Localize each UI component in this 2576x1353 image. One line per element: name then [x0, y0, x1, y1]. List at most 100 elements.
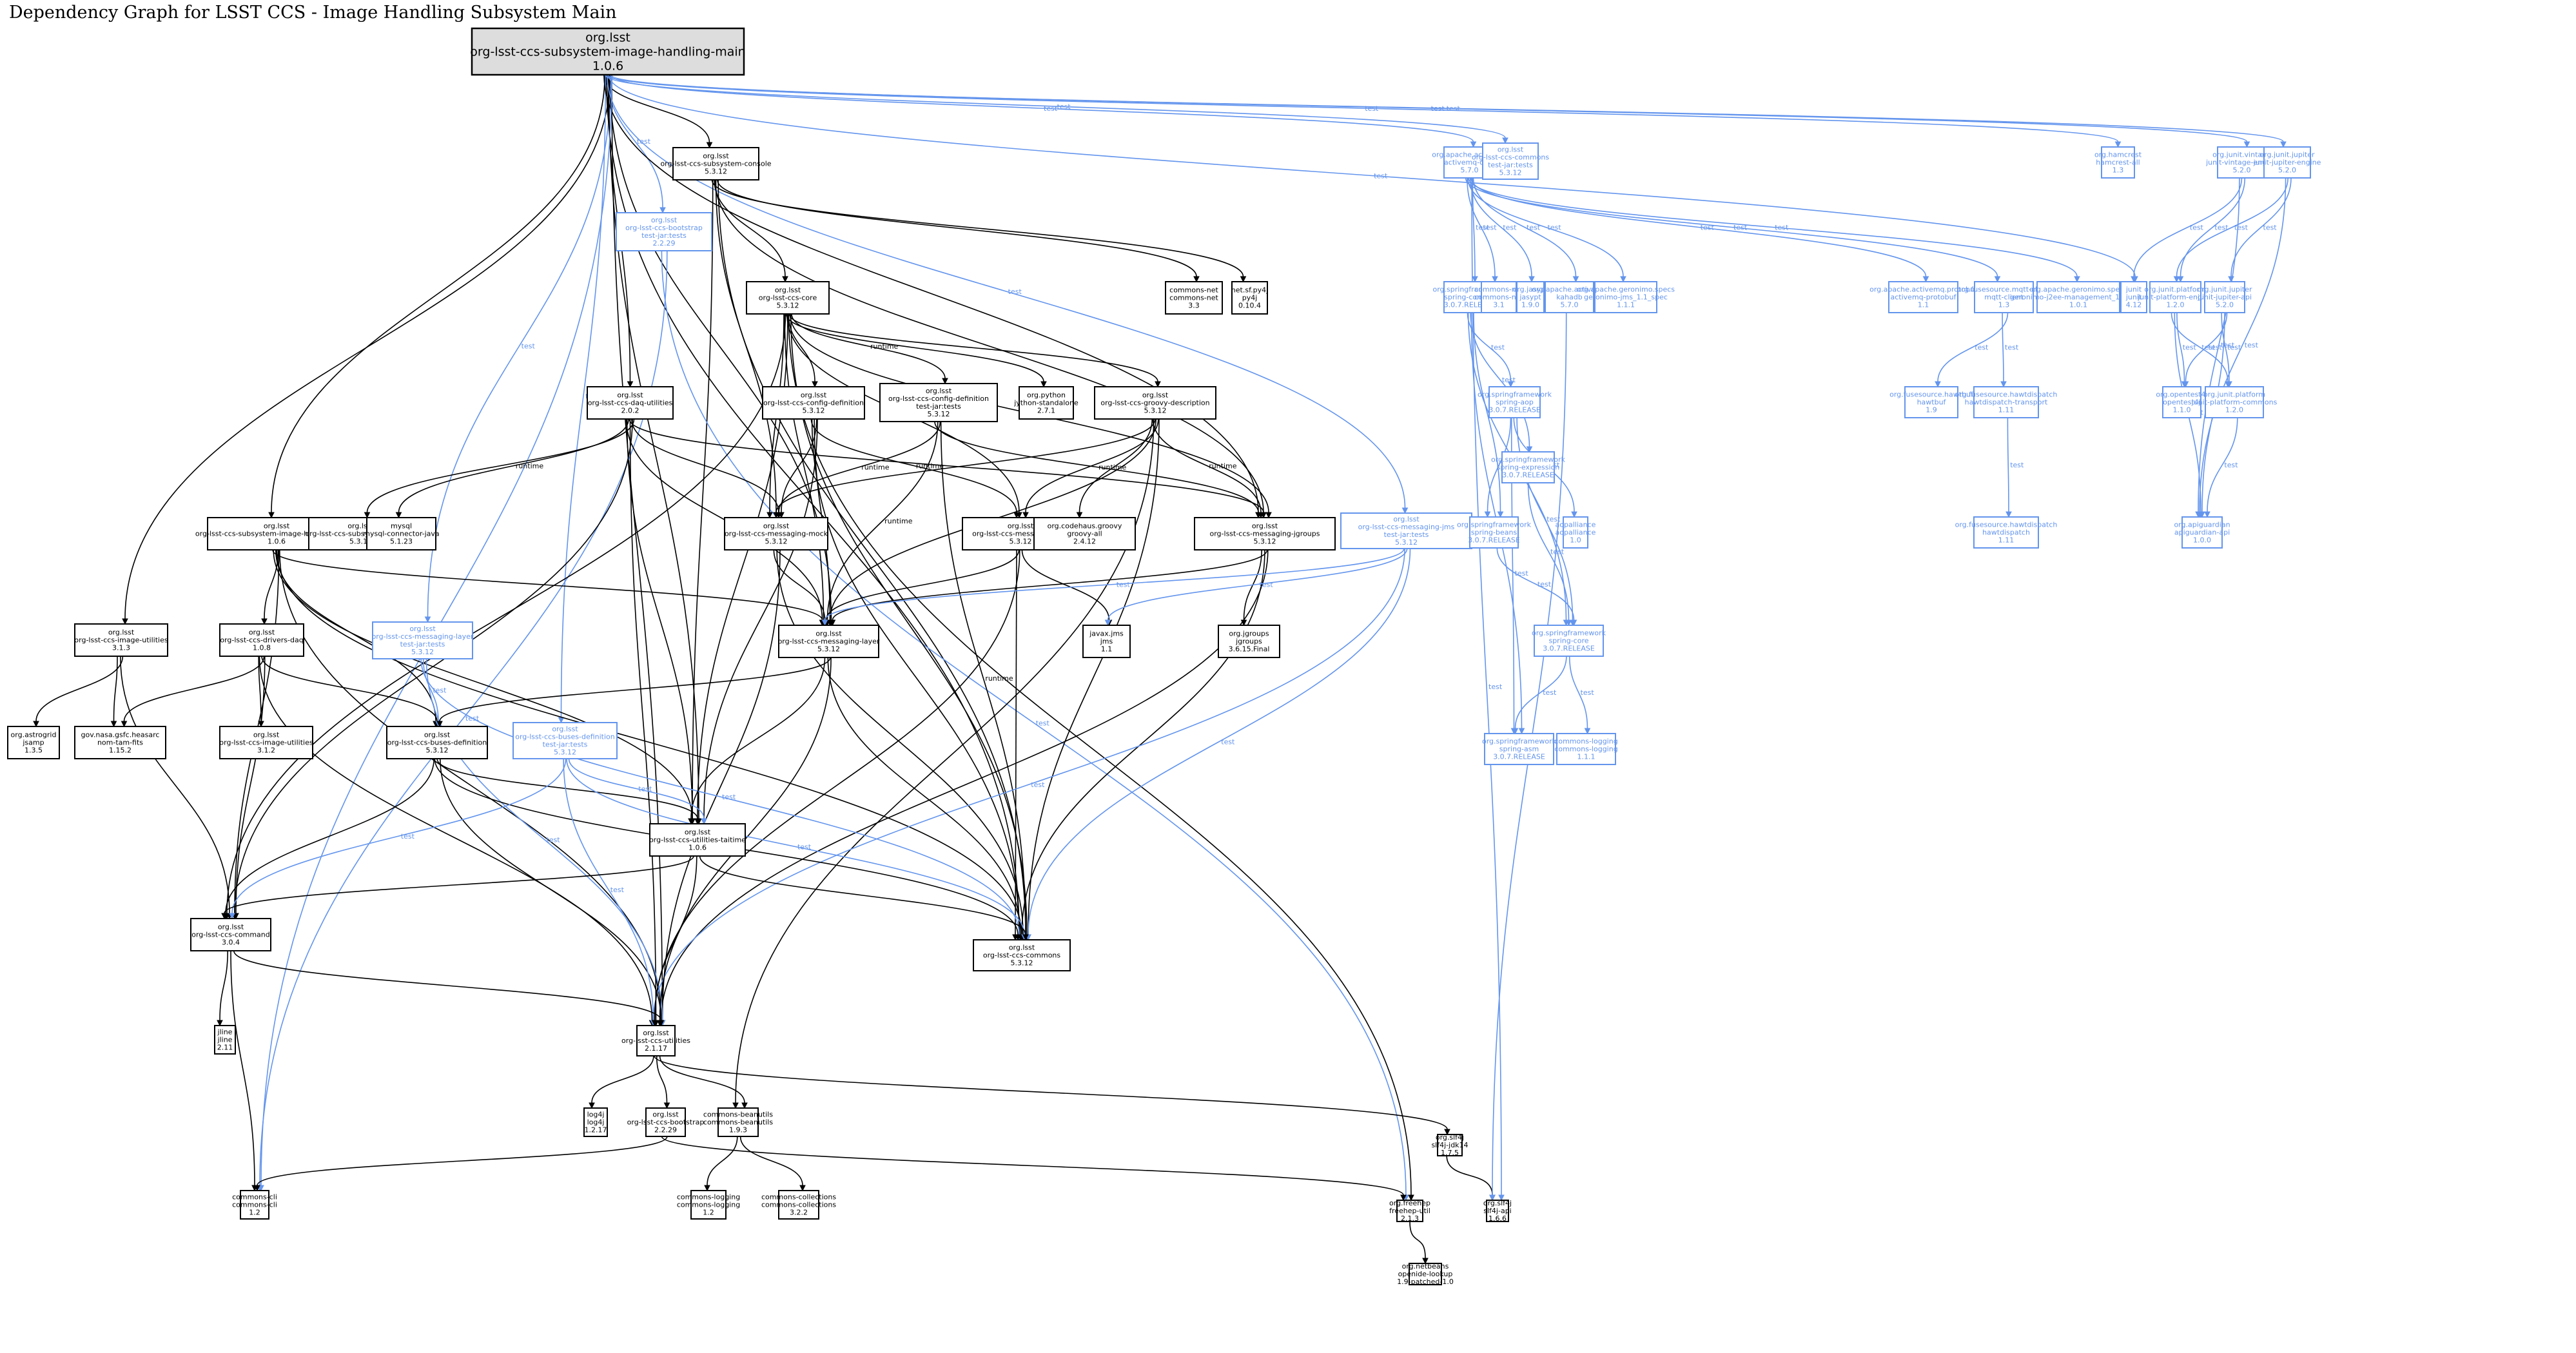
node-msg-mock[interactable]: org.lsstorg-lsst-ccs-messaging-mock5.3.1… — [724, 517, 828, 550]
node-buses-def[interactable]: org.lsstorg-lsst-ccs-buses-definition5.3… — [386, 726, 488, 759]
node-spring-expression[interactable]: org.springframeworkspring-expression3.0.… — [1491, 451, 1566, 483]
node-taitime[interactable]: org.lsstorg-lsst-ccs-utilities-taitime1.… — [649, 823, 746, 857]
node-box — [1437, 1134, 1463, 1156]
node-artifact-id: org-lsst-ccs-subsystem-image-handling-ma… — [470, 45, 745, 59]
node-config-def[interactable]: org.lsstorg-lsst-ccs-config-definition5.… — [762, 386, 865, 420]
edge-line — [1078, 418, 1153, 513]
node-groovy-desc[interactable]: org.lsstorg-lsst-ccs-groovy-description5… — [1094, 386, 1216, 420]
node-version: 5.3.12 — [1499, 169, 1522, 177]
edge-line — [233, 950, 662, 1021]
node-commons-collections[interactable]: commons-collectionscommons-collections3.… — [761, 1190, 836, 1220]
node-main[interactable]: org.lsstorg-lsst-ccs-subsystem-image-han… — [470, 27, 746, 76]
edge-line — [699, 855, 1026, 935]
edge-scope-label: test — [1548, 224, 1562, 232]
node-bootstrap-tests[interactable]: org.lsstorg-lsst-ccs-bootstraptest-jar:t… — [616, 212, 712, 251]
node-artifact-id: spring-expression — [1497, 463, 1560, 472]
node-artifact-id: geronimo-j2ee-management_1.1_spec — [2010, 293, 2147, 302]
arrowhead — [1076, 512, 1083, 519]
node-platform-engine[interactable]: org.junit.platformjunit-platform-engine1… — [2137, 281, 2213, 313]
node-box — [1486, 1200, 1509, 1222]
node-img-utils-312[interactable]: org.lsstorg-lsst-ccs-image-utilities3.1.… — [219, 726, 313, 759]
node-buses-def-tests[interactable]: org.lsstorg-lsst-ccs-buses-definitiontes… — [512, 722, 618, 759]
node-geronimo-jms[interactable]: org.apache.geronimo.specsgeronimo-jms_1.… — [1577, 281, 1675, 313]
node-amq-protobuf[interactable]: org.apache.activemq.protobufactivemq-pro… — [1869, 281, 1978, 313]
node-spring-beans[interactable]: org.springframeworkspring-beans3.0.7.REL… — [1457, 516, 1532, 549]
arrowhead — [799, 1185, 806, 1192]
node-jupiter-engine[interactable]: org.junit.jupiterjunit-jupiter-engine5.2… — [2253, 146, 2321, 179]
node-msg-jms-tests[interactable]: org.lsstorg-lsst-ccs-messaging-jmstest-j… — [1340, 512, 1472, 549]
node-box — [366, 517, 436, 550]
node-spring-asm[interactable]: org.springframeworkspring-asm3.0.7.RELEA… — [1482, 733, 1557, 765]
node-artifact-id: commons-net — [1474, 293, 1523, 302]
node-console[interactable]: org.lsstorg-lsst-ccs-subsystem-console5.… — [660, 147, 772, 180]
arrowhead — [2000, 381, 2007, 388]
edge-line — [1471, 177, 1502, 1196]
node-img-utils-313[interactable]: org.lsstorg-lsst-ccs-image-utilities3.1.… — [74, 623, 168, 657]
node-ccs-commons-tests[interactable]: org.lsstorg-lsst-ccs-commonstest-jar:tes… — [1472, 142, 1550, 180]
node-vintage[interactable]: org.junit.vintagejunit-vintage-engine5.2… — [2205, 146, 2278, 179]
node-geronimo-j2ee[interactable]: org.apache.geronimo.specsgeronimo-j2ee-m… — [2010, 281, 2147, 313]
node-platform-commons[interactable]: org.junit.platformjunit-platform-commons… — [2191, 386, 2278, 418]
edge-msg-layer-to-ccs-commons — [827, 657, 1024, 941]
node-lookup[interactable]: org.netbeansopenide-lookup1.9-patched-1.… — [1397, 1262, 1454, 1286]
arrowhead — [233, 913, 239, 920]
edge-scope-label: test — [1733, 224, 1748, 232]
node-artifact-id: test-jar:tests — [400, 640, 445, 648]
node-spring-core[interactable]: org.springframeworkspring-core3.0.7.RELE… — [1532, 625, 1606, 657]
node-msg-layer[interactable]: org.lsstorg-lsst-ccs-messaging-layer5.3.… — [778, 625, 880, 658]
edge-msg-mock-to-utilities — [659, 549, 781, 1027]
arrowhead — [121, 721, 128, 728]
node-hawtdispatch-transport[interactable]: org.fusesource.hawtdispatchhawtdispatch-… — [1955, 386, 2058, 418]
node-msg-layer-tests[interactable]: org.lsstorg-lsst-ccs-messaging-layertest… — [372, 621, 474, 659]
node-spring-aop[interactable]: org.springframeworkspring-aop3.0.7.RELEA… — [1478, 386, 1552, 418]
node-hawtdispatch[interactable]: org.fusesource.hawtdispatchhawtdispatch1… — [1955, 516, 2058, 549]
node-group-id: org.lsst — [775, 286, 801, 295]
node-version: 2.4.12 — [1073, 538, 1096, 546]
node-config-def-tests[interactable]: org.lsstorg-lsst-ccs-config-definitionte… — [879, 383, 998, 422]
edge-line — [439, 657, 831, 722]
edge-scope-label: test — [1502, 376, 1516, 384]
node-artifact-id: test-jar:tests — [916, 402, 961, 411]
node-version: 1.11 — [1998, 536, 2015, 545]
edge-line — [226, 313, 786, 914]
arrowhead — [1400, 1194, 1407, 1202]
node-msg-jgroups[interactable]: org.lsstorg-lsst-ccs-messaging-jgroups5.… — [1194, 517, 1336, 550]
edge-line — [2207, 417, 2238, 512]
